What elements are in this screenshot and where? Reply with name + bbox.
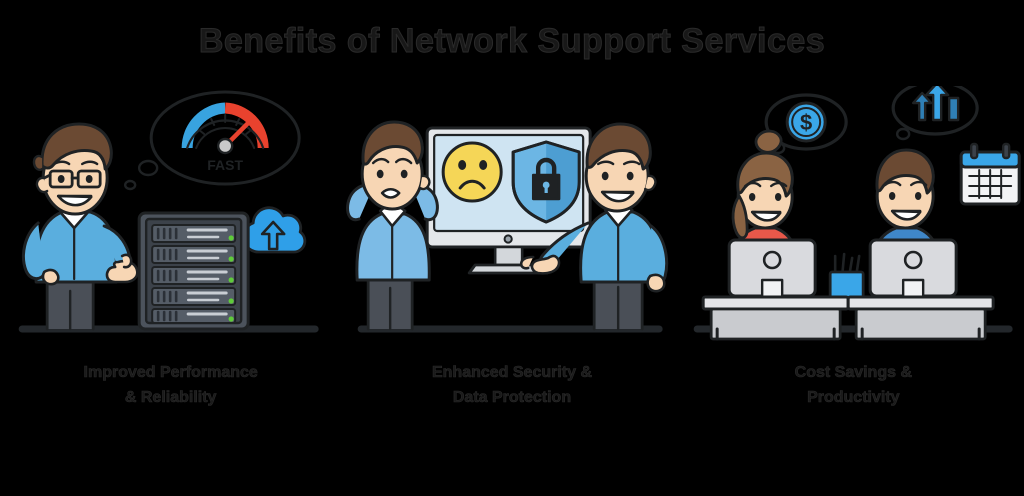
- laptop: [727, 238, 817, 302]
- caption-line-2: Data Protection: [452, 389, 572, 407]
- server-bay: [151, 245, 237, 264]
- panels-container: FAST: [0, 86, 1024, 446]
- hair: [875, 148, 935, 195]
- server-bay: [151, 224, 237, 243]
- cloud-upload-icon: [242, 206, 307, 254]
- caption-line-2: Productivity: [807, 389, 900, 407]
- office-desks-scene: $: [683, 86, 1024, 354]
- panel-security: Enhanced Security & Data Protection: [341, 86, 682, 446]
- server-bay: [151, 287, 237, 306]
- pointing-hand: [531, 254, 561, 275]
- server-led: [228, 277, 234, 283]
- hair: [585, 122, 653, 171]
- thought-dot-small: [123, 179, 137, 191]
- server-rack: [137, 211, 250, 331]
- glasses-icon: [42, 169, 102, 189]
- dollar-symbol: $: [800, 110, 812, 135]
- server-led: [228, 316, 234, 322]
- frown-mouth: [381, 187, 401, 199]
- page-title: Benefits of Network Support Services: [198, 22, 826, 61]
- desktop-monitor: [425, 126, 592, 275]
- panel-performance: FAST: [0, 86, 341, 446]
- caption-line-1: Improved Performance: [83, 364, 258, 382]
- hair: [361, 120, 425, 166]
- gauge-label: FAST: [207, 157, 243, 173]
- panel-caption: Improved Performance & Reliability: [0, 360, 341, 410]
- thought-dot-medium: [137, 159, 159, 177]
- growth-chart-thought-bubble: [891, 86, 979, 141]
- shield-lock-icon: [511, 140, 581, 224]
- hair-side: [731, 194, 749, 240]
- dollar-coin-thought-bubble: $: [764, 93, 848, 155]
- man-with-glasses-thumbs-up: [22, 122, 139, 331]
- server-bay: [151, 266, 237, 285]
- panel-caption: Cost Savings & Productivity: [683, 360, 1024, 410]
- caption-line-1: Enhanced Security &: [431, 364, 593, 382]
- caption-line-1: Cost Savings &: [794, 364, 912, 382]
- sad-face-icon: [441, 141, 503, 203]
- gauge-hub: [216, 137, 234, 155]
- laptop: [868, 238, 958, 302]
- worried-man-hands-on-head: [346, 120, 440, 331]
- panel-caption: Enhanced Security & Data Protection: [341, 360, 682, 410]
- panel-cost: $: [683, 86, 1024, 446]
- server-led: [228, 235, 234, 241]
- man-pointing-at-screen: [520, 122, 669, 331]
- speedometer-thought-bubble: FAST: [149, 90, 301, 186]
- hair: [40, 122, 113, 171]
- server-led: [228, 256, 234, 262]
- calendar-icon: [959, 142, 1021, 206]
- desk: [701, 295, 850, 341]
- pencil-cup: [828, 252, 865, 300]
- caption-line-2: & Reliability: [124, 389, 217, 407]
- desk: [846, 295, 995, 341]
- gauge-arc-blue: [181, 102, 226, 149]
- server-rack-scene: FAST: [0, 86, 341, 354]
- server-led: [228, 298, 234, 304]
- server-bay: [151, 308, 237, 324]
- security-monitor-scene: [341, 86, 682, 354]
- hair-bun: [754, 129, 783, 154]
